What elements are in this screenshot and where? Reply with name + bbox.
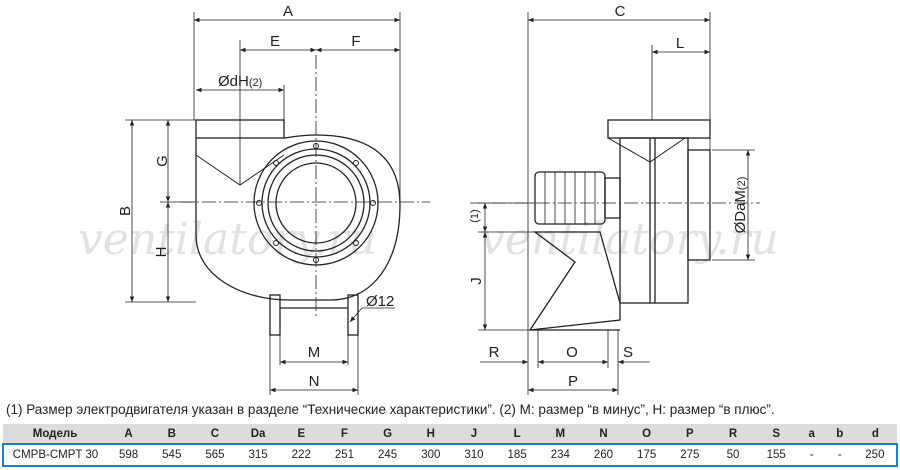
dim-H: H [153,247,170,258]
dim-note1: (1) [469,209,481,222]
dim-B: B [117,206,134,216]
dim-G: G [154,155,171,167]
cell-E: 222 [279,443,323,467]
cell-b: - [825,443,854,467]
dim-dH: ØdH(2) [218,73,262,90]
th-F: F [322,424,367,444]
th-model: Модель [3,424,107,444]
inlet-flange-outer [253,140,379,266]
cell-R: 50 [711,443,755,467]
cell-d: 250 [853,443,899,467]
th-B: B [150,424,194,444]
th-L: L [495,424,539,444]
dim-C: C [615,3,626,20]
dim-N: N [309,373,320,390]
dim-R: R [489,344,500,361]
th-R: R [711,424,755,444]
dim-L: L [676,35,684,52]
th-M: M [538,424,582,444]
watermark-right: ventilatory.ru [480,214,779,265]
cell-Da: 315 [236,443,280,467]
th-A: A [107,424,151,444]
side-outlet [607,119,711,139]
dimensions-table: Модель A B C Da E F G H J L M N O P R S … [2,424,899,467]
th-b: b [825,424,854,444]
dim-DaM: ØDaM(2) [732,177,749,234]
cell-N: 260 [581,443,626,467]
side-dimensions [478,12,755,395]
th-E: E [279,424,323,444]
th-N: N [581,424,626,444]
inlet-flange-inner [267,154,365,252]
cell-a: - [797,443,826,467]
cell-B: 545 [150,443,194,467]
table-header-row: Модель A B C Da E F G H J L M N O P R S … [3,424,897,444]
th-d: d [853,424,897,444]
cell-L: 185 [495,443,539,467]
cell-G: 245 [366,443,410,467]
foot-right [347,294,359,336]
fan-technical-drawing: ventilatory.ru ventilatory.ru [78,3,779,395]
th-G: G [366,424,410,444]
th-a: a [797,424,826,444]
footnote: (1) Размер электродвигателя указан в раз… [6,402,775,417]
th-J: J [452,424,496,444]
motor-bracket [528,231,621,331]
foot-left [269,294,281,336]
cell-A: 598 [107,443,151,467]
cell-S: 155 [754,443,798,467]
cell-P: 275 [668,443,712,467]
cell-C: 565 [193,443,237,467]
dim-E: E [270,33,280,50]
side-view [470,119,760,331]
th-O: O [625,424,669,444]
th-Da: Da [236,424,280,444]
th-S: S [754,424,798,444]
th-H: H [409,424,453,444]
cell-model: CMPB-CMPT 30 [2,443,107,467]
side-inlet-flange [687,149,711,261]
cell-F: 251 [322,443,367,467]
cell-M: 234 [538,443,582,467]
cell-H: 300 [409,443,453,467]
dim-O: O [566,344,578,361]
dim-J: J [468,277,485,285]
dim-A: A [283,3,293,20]
th-C: C [193,424,237,444]
table-row[interactable]: CMPB-CMPT 30 598 545 565 315 222 251 245… [2,443,899,467]
dim-hole: Ø12 [366,293,394,310]
dim-S: S [623,344,633,361]
front-dimensions [125,12,401,395]
scroll-housing [195,134,401,301]
th-P: P [668,424,712,444]
dim-P: P [568,373,578,390]
cell-J: 310 [452,443,496,467]
dim-M: M [308,344,321,361]
cell-O: 175 [625,443,669,467]
dim-F: F [351,33,360,50]
